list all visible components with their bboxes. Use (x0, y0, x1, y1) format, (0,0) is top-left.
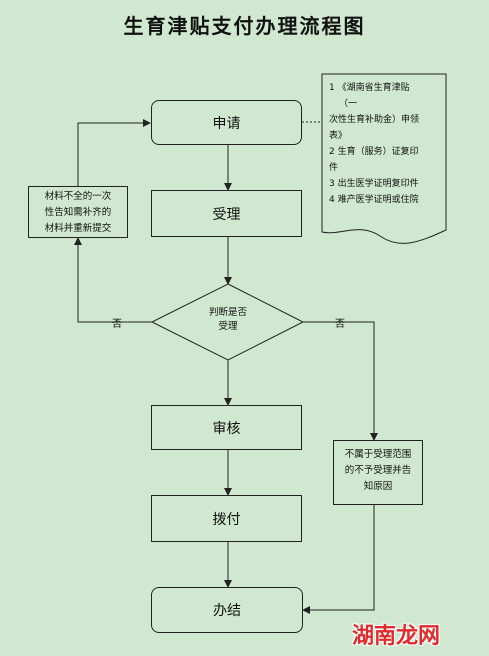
resubmit-line-2: 性告知需补齐的 (44, 207, 112, 218)
step-review: 审核 (151, 405, 302, 450)
decision-line-1: 判断是否 (208, 307, 247, 318)
reject-line-1: 不属于受理范围 (344, 449, 412, 460)
document-shape (321, 73, 447, 244)
arrow-left-no (74, 237, 152, 323)
decision-line-2: 受理 (218, 321, 238, 332)
document-line: 件 (329, 163, 339, 173)
document-line: 表》 (329, 131, 348, 141)
step-disburse-label: 拨付 (212, 511, 241, 528)
step-settle-label: 办结 (213, 603, 241, 619)
step-accept: 受理 (151, 190, 302, 237)
label-no-right: 否 (335, 319, 345, 330)
arrow-resubmit-apply (77, 119, 151, 186)
document-line: （一 (339, 99, 358, 109)
step-apply: 申请 (151, 100, 302, 145)
document-line: 次性生育补助金）申领 (329, 115, 420, 125)
reject-note: 不属于受理范围 的不予受理并告 知原因 (333, 440, 423, 505)
page-title: 生育津贴支付办理流程图 (123, 14, 366, 38)
document-line: 2 生育（服务）证复印 (329, 147, 419, 157)
step-accept-label: 受理 (212, 206, 241, 223)
resubmit-line-3: 材料并重新提交 (44, 223, 112, 234)
arrow-right-no (303, 321, 378, 441)
step-disburse: 拨付 (151, 495, 302, 542)
site-watermark: 湖南龙网 (352, 624, 441, 649)
label-no-left: 否 (112, 319, 122, 330)
step-apply-label: 申请 (212, 115, 241, 132)
document-line: 3 出生医学证明复印件 (329, 179, 419, 189)
resubmit-line-1: 材料不全的一次 (44, 191, 112, 202)
document-line: 4 难产医学证明或住院 (329, 195, 419, 205)
required-documents: 1 《湖南省生育津贴 （一 次性生育补助金）申领 表》 2 生育（服务）证复印 … (329, 80, 449, 208)
step-review-label: 审核 (212, 420, 241, 437)
document-line: 1 《湖南省生育津贴 (329, 83, 410, 93)
step-settle: 办结 (151, 587, 303, 633)
arrow-reject-settle (302, 505, 375, 614)
reject-line-3: 知原因 (363, 481, 393, 492)
resubmit-note: 材料不全的一次 性告知需补齐的 材料并重新提交 (28, 186, 128, 238)
decision-label: 判断是否 受理 (188, 306, 268, 334)
decision-diamond (150, 283, 305, 361)
reject-line-2: 的不予受理并告 (344, 465, 412, 476)
